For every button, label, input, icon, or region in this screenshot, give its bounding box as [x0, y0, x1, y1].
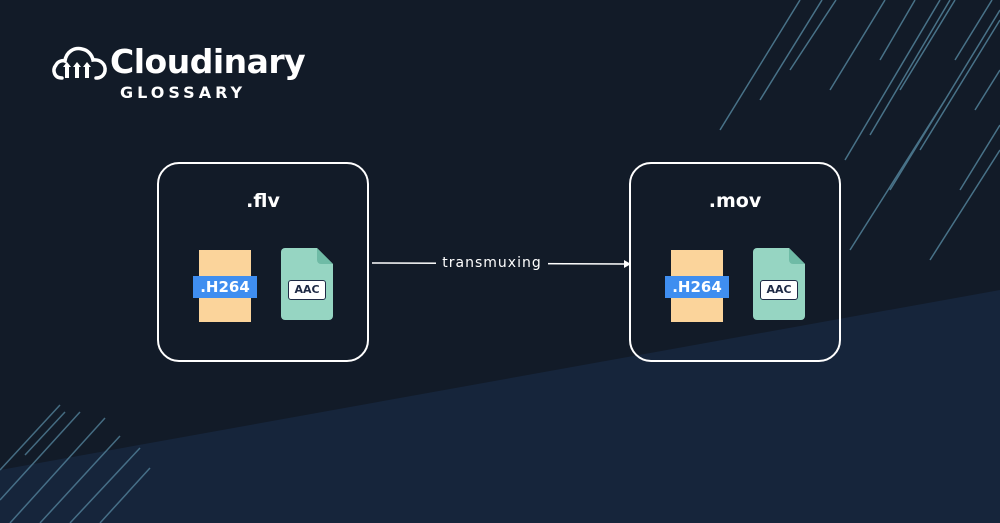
audio-file-icon: AAC [753, 248, 805, 320]
cloud-logo-icon [52, 46, 107, 80]
process-label: transmuxing [436, 253, 548, 273]
source-audio-codec: AAC [288, 280, 326, 300]
video-track-icon: .H264 [193, 250, 257, 322]
source-container: .flv .H264 AAC [157, 162, 369, 362]
brand-subtitle: GLOSSARY [120, 83, 247, 102]
target-format-label: .mov [708, 190, 762, 212]
target-audio-codec: AAC [760, 280, 798, 300]
source-video-codec: .H264 [193, 276, 257, 298]
target-container: .mov .H264 AAC [629, 162, 841, 362]
video-track-icon: .H264 [665, 250, 729, 322]
brand-name: Cloudinary [110, 42, 306, 81]
audio-file-icon: AAC [281, 248, 333, 320]
cloudinary-logo: Cloudinary GLOSSARY [50, 40, 306, 106]
target-video-codec: .H264 [665, 276, 729, 298]
source-format-label: .flv [246, 190, 280, 212]
